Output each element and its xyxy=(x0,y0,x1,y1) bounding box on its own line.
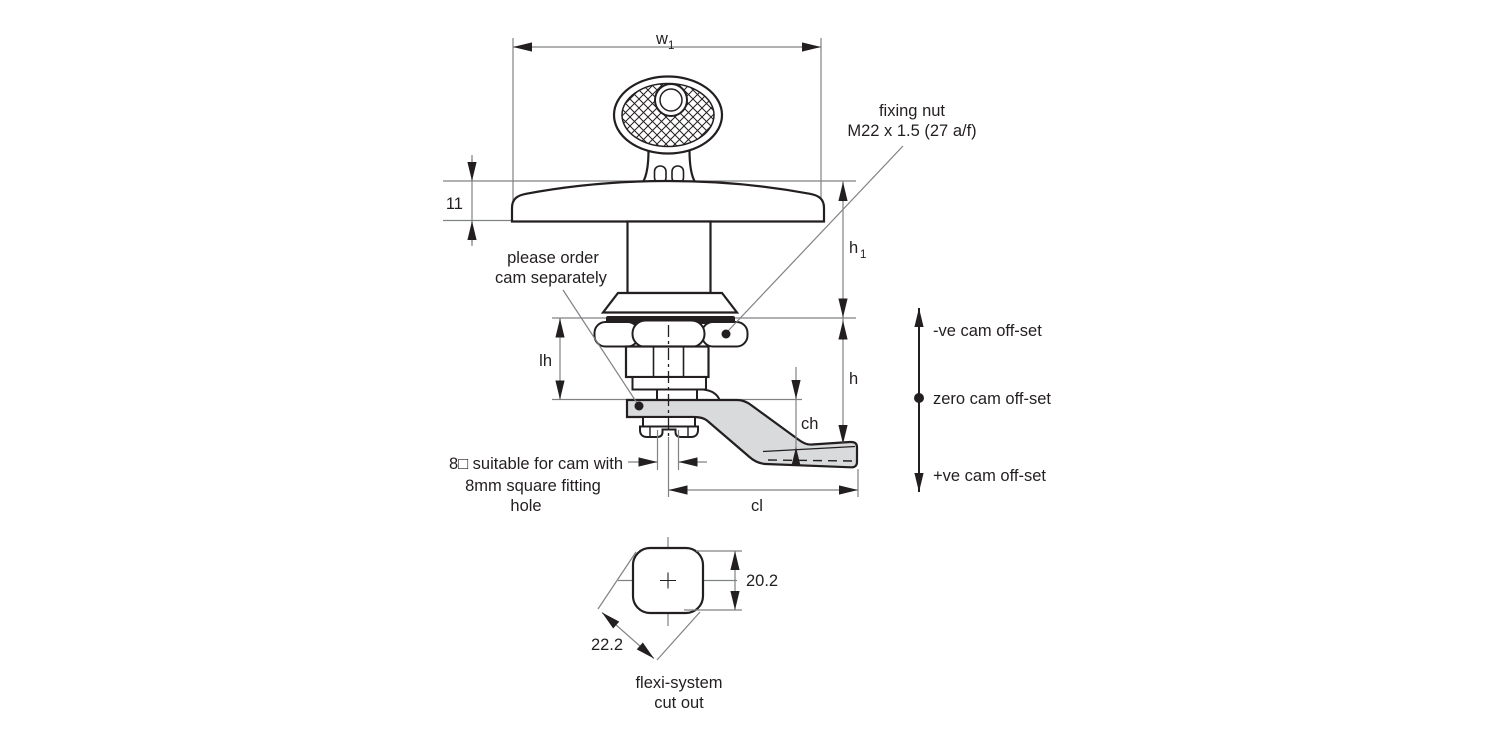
flexi-cutout-detail: 20.2 22.2 flexi-system cut out xyxy=(591,537,778,712)
dimension-ch: ch xyxy=(791,367,818,466)
dim-label-11: 11 xyxy=(446,195,463,213)
lock-cap xyxy=(510,179,826,223)
dim-label-lh: lh xyxy=(539,352,552,370)
leader-fixing-nut xyxy=(727,145,904,332)
order-cam-note-line1: please order xyxy=(507,249,599,267)
leader-dot-order-cam xyxy=(634,401,644,411)
hex-housing xyxy=(624,345,710,379)
cutout-center-cross xyxy=(660,572,676,589)
square-note-line2: 8mm square fitting xyxy=(465,477,601,495)
dim-label-cutout-height: 20.2 xyxy=(746,572,778,590)
square-note-line3: hole xyxy=(510,497,541,515)
cam-tip-edge-line xyxy=(762,445,856,453)
cam-offset-legend: -ve cam off-set zero cam off-set +ve cam… xyxy=(914,308,1051,492)
dimension-square-spigot xyxy=(628,430,707,470)
dim-label-w1-sub: 1 xyxy=(668,40,674,52)
dim-label-h1: h xyxy=(849,239,858,257)
dimension-lh: lh xyxy=(539,318,565,400)
lock-neck-cylinder xyxy=(626,220,712,295)
leader-order-cam xyxy=(562,289,638,404)
key-ring-hole-inner xyxy=(659,88,683,112)
cam-mount-boss xyxy=(656,388,698,401)
order-cam-note-line2: cam separately xyxy=(495,269,608,287)
key-shaft xyxy=(641,148,697,184)
key xyxy=(612,75,724,184)
lock-collar xyxy=(600,291,740,314)
dim-label-ch: ch xyxy=(801,415,818,433)
legend-negative-offset: -ve cam off-set xyxy=(933,322,1042,340)
legend-zero-offset: zero cam off-set xyxy=(933,390,1051,408)
cam-hub xyxy=(696,388,721,401)
dim-line-cutout-width xyxy=(601,612,655,659)
cutout-caption-line2: cut out xyxy=(654,694,704,712)
fixing-nut-note-line1: fixing nut xyxy=(879,102,945,120)
cutout-caption-line1: flexi-system xyxy=(635,674,722,692)
body-step xyxy=(631,376,707,391)
cam-arm xyxy=(625,398,859,469)
dimension-w1: w 1 xyxy=(513,30,821,52)
ext-line-cutout-diag-2 xyxy=(656,611,701,661)
fixing-nut-note-line2: M22 x 1.5 (27 a/f) xyxy=(847,122,976,140)
dimension-h1: h 1 xyxy=(838,181,866,318)
dim-label-cl: cl xyxy=(751,497,763,515)
dim-label-w1: w xyxy=(655,30,668,48)
dimension-cl: cl xyxy=(668,469,859,515)
legend-positive-offset: +ve cam off-set xyxy=(933,467,1046,485)
dim-label-cutout-width: 22.2 xyxy=(591,636,623,654)
dimension-h: h xyxy=(838,318,858,444)
lock-body xyxy=(510,179,826,401)
leader-dot-fixing-nut xyxy=(721,329,731,339)
annotations: fixing nut M22 x 1.5 (27 a/f) please ord… xyxy=(449,102,977,515)
dimension-cap-height: 11 xyxy=(446,155,477,246)
leader-lines xyxy=(562,145,904,411)
ext-line-cutout-diag-1 xyxy=(597,551,637,610)
zero-offset-dot xyxy=(914,393,924,403)
dim-label-h1-sub: 1 xyxy=(860,249,866,261)
cam-retaining-nut xyxy=(639,425,699,438)
square-note-line1: 8□ suitable for cam with xyxy=(449,455,623,473)
dim-label-h: h xyxy=(849,370,858,388)
